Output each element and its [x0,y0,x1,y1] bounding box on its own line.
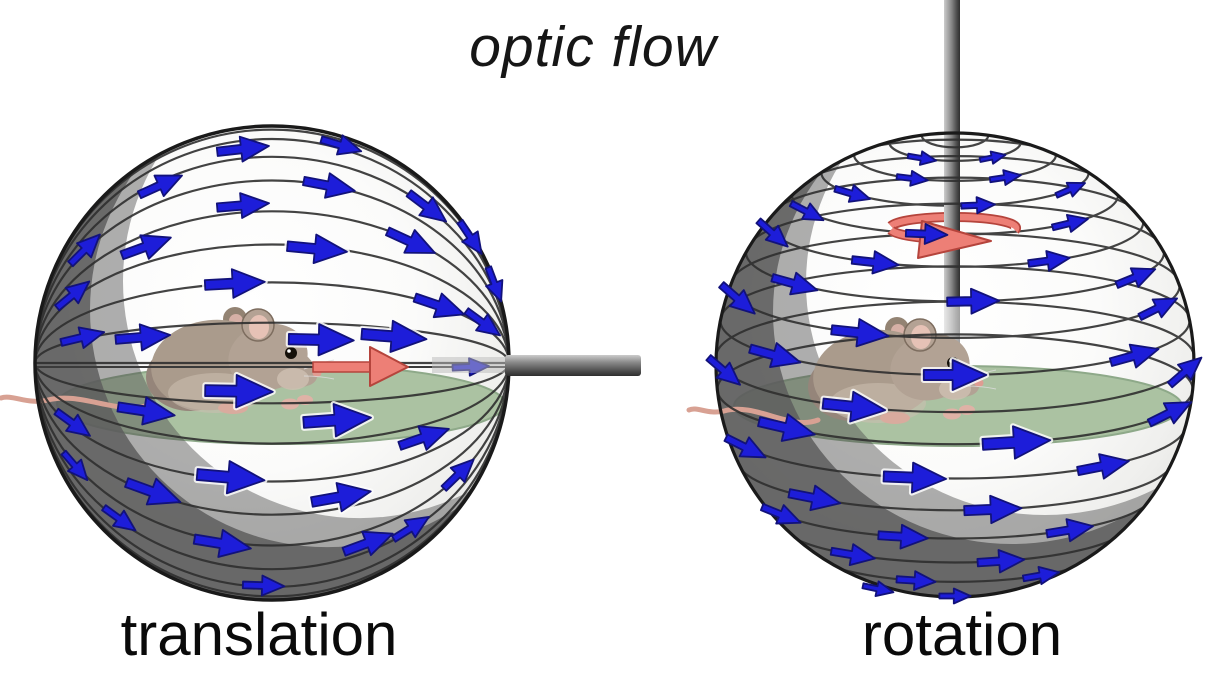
flow-arrow [101,504,137,532]
translation-axis-rod [505,355,641,376]
flow-arrow [397,425,450,451]
flow-arrow [904,223,949,245]
flow-arrow [440,458,475,492]
flow-arrow [748,342,802,369]
flow-arrow [285,321,357,359]
translation-label: translation [120,601,398,668]
flow-arrow [829,543,876,566]
flow-arrow [1146,401,1193,428]
translation-sphere [0,124,641,602]
flow-arrow [1166,356,1203,389]
translation-direction-arrow [312,346,409,387]
flow-arrow [1076,453,1130,480]
flow-arrow [833,184,871,203]
flow-arrow [895,170,929,187]
flow-arrow [116,396,176,426]
flow-arrow [60,449,89,482]
flow-arrow [119,234,172,261]
rotation-axis-rod [944,0,960,302]
flow-arrow [53,407,91,437]
flow-arrow [1027,250,1071,272]
flow-arrow [755,217,789,248]
flow-arrow [390,515,430,543]
flow-arrow [456,218,483,255]
flow-arrow [54,280,91,312]
rotation-sphere [686,0,1203,605]
flow-arrow [946,287,1001,315]
flow-arrow [385,226,436,254]
flow-arrow [960,196,996,215]
mouse-eye [285,347,297,359]
flow-arrow [1137,297,1179,321]
flow-arrow [906,150,938,166]
flow-arrow [759,503,802,525]
mouse-hind-foot [880,412,910,424]
flow-arrow [302,172,356,199]
flow-arrow [788,200,825,222]
flow-arrow [136,174,183,200]
flow-arrow [484,265,504,303]
flow-arrow [283,231,350,267]
flow-arrow [202,371,276,411]
flow-arrow [705,354,741,386]
flow-arrow [757,413,816,442]
flow-arrow [59,326,106,349]
flow-arrow [819,388,889,425]
flow-arrow [988,169,1022,186]
flow-arrow [718,281,756,315]
flow-arrow [963,494,1023,525]
flow-arrow [1045,518,1094,543]
flow-arrow [124,477,182,506]
flow-arrow [938,587,972,605]
flow-arrow [412,292,466,319]
flow-arrow [341,530,394,557]
flow-arrow [463,307,501,337]
flow-arrow [976,549,1026,574]
flow-arrow [1054,181,1086,199]
flow-arrow [979,423,1054,462]
flow-arrow [300,400,375,440]
figure-title: optic flow [469,15,717,79]
mouse-front-paw [943,408,961,420]
flow-arrow [319,134,363,156]
flow-arrows [53,134,504,597]
flow-arrow [192,528,252,558]
translation-axis-rod-inner [432,357,509,373]
flow-arrow [358,317,430,355]
flow-arrow [114,323,172,352]
flow-arrow [787,484,842,512]
flow-arrow [770,271,819,296]
flow-arrow [1108,343,1160,369]
flow-arrow [241,574,286,597]
flow-arrow [405,189,448,223]
flow-arrow [201,266,268,301]
flow-arrow [877,523,929,550]
flow-arrow [1051,214,1089,233]
mouse-front-paw [959,405,975,415]
flow-arrow [895,570,937,591]
flow-arrows [705,150,1203,605]
flow-arrow [880,459,950,496]
flow-arrow [830,318,890,348]
flow-arrow [920,357,990,393]
flow-arrow [215,192,270,219]
flow-arrow [67,233,101,268]
flow-arrow [193,457,268,497]
flow-arrow [1114,267,1157,289]
flow-arrow [308,479,374,515]
flow-arrow [861,580,895,597]
flow-arrow [850,250,900,275]
flow-arrow [978,150,1007,165]
flow-arrow [723,433,767,459]
rotation-label: rotation [861,601,1063,668]
flow-arrow [1021,566,1061,586]
flow-arrow [215,135,270,163]
